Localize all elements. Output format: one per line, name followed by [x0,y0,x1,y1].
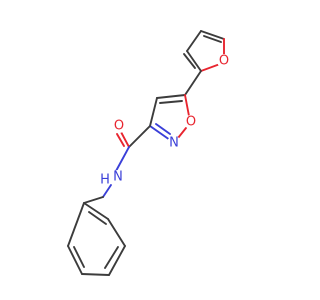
isoxazole-oxygen-label: O [186,115,196,130]
furan-bond-o-c2 [200,63,221,72]
amide-hydrogen-label-background [99,174,111,186]
benzene-bond-3 [108,245,126,276]
amide-bond-n-ch2 [102,184,112,198]
furan-oxygen-label: O [219,54,229,69]
isoxazole-ring [149,70,202,141]
benzene-bond-4 [81,273,110,276]
benzene-bond-5 [67,245,83,275]
furan-oxygen-label-background [217,54,231,68]
furan-ring [183,30,225,72]
isoxazole-nitrogen-label: N [169,136,179,151]
isoxazole-bond-c5-c4 [156,94,186,99]
benzene-bond-6 [67,202,85,247]
molecule-structure-diagram: O O N O N H [67,30,231,276]
benzene-ring [67,202,126,276]
furan-bond-c3-c4 [186,30,202,52]
ring-link-bond [184,70,202,96]
furan-double-bond-c4-c5-inner [203,35,222,43]
carbonyl-oxygen-label-background [112,119,126,133]
amide-bond-carbonyl-n [115,146,130,172]
amide-nitrogen-label-background [111,170,125,184]
benzene-double-bond-inner-3 [73,246,85,268]
carbonyl-double-bond-inner [116,133,125,147]
benzyl-bond-ch2 [83,196,104,204]
amide-nitrogen-label: N [113,170,123,185]
isoxazole-nitrogen-label-background [167,136,181,150]
furan-double-bond-c2-c3-inner [183,53,196,69]
isoxazole-bond-c4-c3 [149,97,158,127]
benzene-double-bond-inner-2 [104,246,119,269]
isoxazole-double-bond-c5-c4-inner [159,100,183,104]
benzene-bond-1 [83,202,109,220]
furan-bond-c4-c5 [200,30,225,40]
benzene-bond-2 [107,218,126,247]
amide-bond-c3-carbonyl [128,125,151,148]
furan-bond-c2-c3 [186,50,202,72]
isoxazole-bond-c3-n [149,125,171,141]
carbonyl-oxygen-label: O [114,119,124,134]
isoxazole-oxygen-label-background [184,115,198,129]
atom-labels: O O N O N H [99,54,231,188]
isoxazole-bond-n-o [177,127,187,139]
benzene-double-bond-inner-1 [88,211,107,225]
isoxazole-bond-o-c5 [184,94,190,117]
amide-group [83,125,151,204]
isoxazole-double-bond-c3-n-inner [155,123,171,135]
amide-hydrogen-label: H [100,173,110,188]
carbonyl-double-bond-outer [120,131,130,148]
